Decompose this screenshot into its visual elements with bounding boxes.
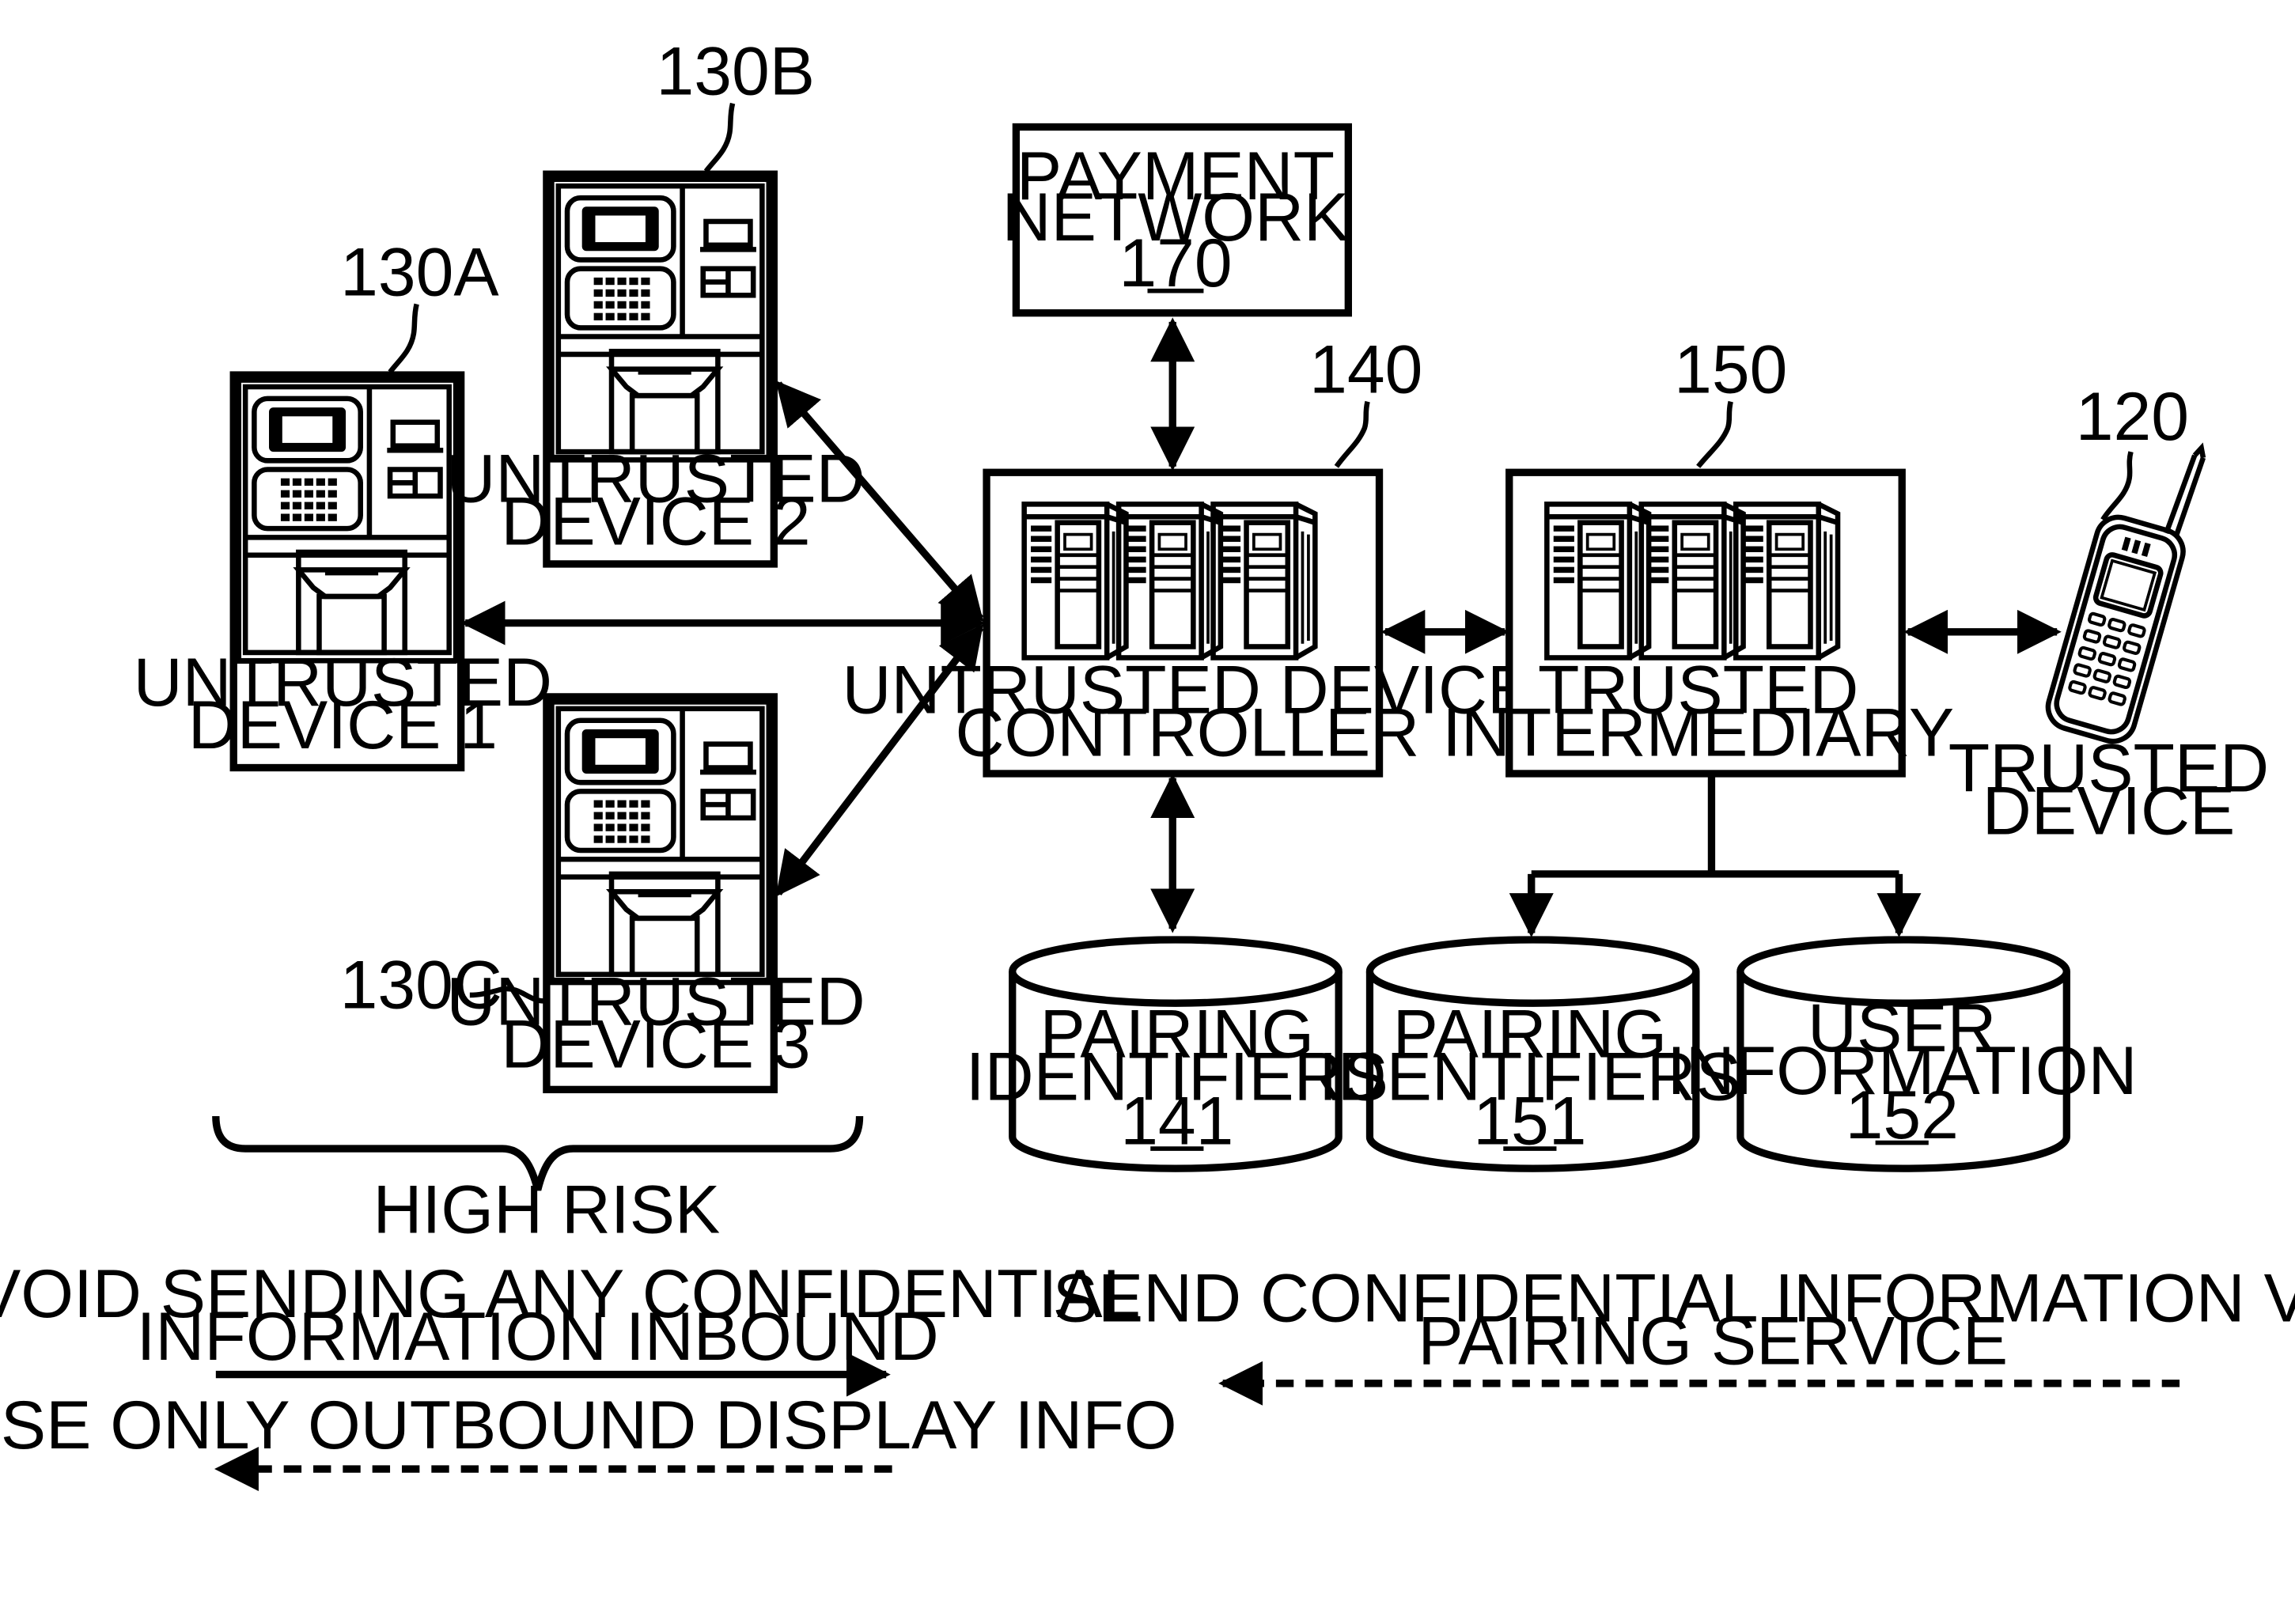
payment-network-node: PAYMENT NETWORK 170 xyxy=(1002,127,1350,313)
untrusted-device-2-node: UNTRUSTED DEVICE 2 130B xyxy=(446,33,865,564)
legend-inbound: AVOID SENDING ANY CONFIDENTIAL INFORMATI… xyxy=(0,1256,1140,1375)
trusted-intermediary-node: TRUSTED INTERMEDIARY 150 xyxy=(1442,331,1954,774)
high-risk-group: HIGH RISK xyxy=(216,1116,860,1247)
device2-label-2: DEVICE 2 xyxy=(501,484,810,560)
intermediary-ref: 150 xyxy=(1674,331,1787,407)
legend-outbound: USE ONLY OUTBOUND DISPLAY INFO xyxy=(0,1387,1177,1469)
device3-ref: 130C xyxy=(340,948,502,1024)
device3-label-2: DEVICE 3 xyxy=(501,1006,810,1082)
intermediary-label-2: INTERMEDIARY xyxy=(1442,695,1954,771)
device1-ref: 130A xyxy=(340,234,499,310)
device2-ref: 130B xyxy=(657,33,815,109)
trusted-device-node: TRUSTED DEVICE 120 xyxy=(1948,379,2269,849)
controller-ref: 140 xyxy=(1309,331,1422,407)
device1-label-2: DEVICE 1 xyxy=(188,687,498,763)
untrusted-device-controller-node: UNTRUSTED DEVICE CONTROLLER 140 xyxy=(842,331,1532,774)
controller-label-2: CONTROLLER xyxy=(956,695,1420,771)
legend-send-line-2: PAIRING SERVICE xyxy=(1418,1304,2008,1380)
user-information-152-db: USER INFORMATION 152 xyxy=(1667,940,2138,1168)
legend-avoid-line-2: INFORMATION INBOUND xyxy=(137,1299,939,1375)
high-risk-label: HIGH RISK xyxy=(373,1172,720,1247)
trusted-device-label-2: DEVICE xyxy=(1983,773,2236,849)
line-intermediary-dbs xyxy=(1532,775,1899,874)
legend-outbound-text: USE ONLY OUTBOUND DISPLAY INFO xyxy=(0,1387,1177,1463)
trusted-device-ref: 120 xyxy=(2076,379,2189,455)
legend-pairing: SEND CONFIDENTIAL INFORMATION VIA PAIRIN… xyxy=(1053,1260,2295,1383)
